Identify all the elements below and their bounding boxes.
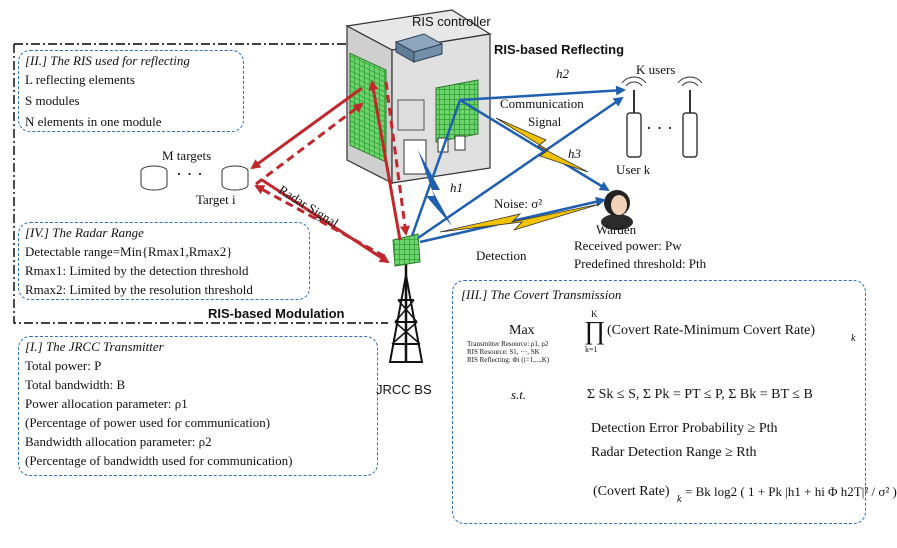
noise-bolt — [439, 203, 601, 233]
max-sub-3: RIS Reflecting: Φi (i=1,...,K) — [467, 356, 550, 364]
bs-ris-panel — [392, 233, 421, 267]
targets-dots: · · · — [176, 164, 203, 184]
system-boundary — [13, 43, 388, 324]
user-k-label: User k — [616, 162, 651, 177]
objective-sub: k — [851, 333, 856, 344]
covert-info-box: [III.] The Covert Transmission Max Trans… — [452, 280, 897, 524]
rate-lhs: (Covert Rate) — [593, 484, 670, 499]
radar-box-line-1: Detectable range=Min{Rmax1,Rmax2} — [25, 244, 233, 259]
diagram-graphics — [13, 9, 703, 363]
constraint-2: Detection Error Probability ≥ Pth — [591, 421, 778, 436]
radar-box-line-3: Rmax2: Limited by the resolution thresho… — [25, 282, 253, 297]
warden-icon — [601, 190, 633, 230]
max-sub-2: RIS Resource: S1, ···, SK — [467, 348, 540, 356]
constraint-3: Radar Detection Range ≥ Rth — [591, 445, 757, 460]
max-label: Max — [509, 323, 535, 338]
radar-info-box: [IV.] The Radar Range Detectable range=M… — [18, 222, 310, 300]
jrcc-line-6: (Percentage of bandwidth used for commun… — [25, 453, 293, 468]
rate-lhs-sub: k — [677, 494, 682, 505]
signal-label: Signal — [528, 114, 562, 129]
covert-box-title: [III.] The Covert Transmission — [461, 287, 622, 302]
communication-links — [410, 85, 626, 244]
ris-box-line-3: N elements in one module — [25, 114, 162, 129]
ris-box-line-2: S modules — [25, 93, 80, 108]
prod-symbol: ∏ — [584, 316, 606, 345]
radar-box-title: [IV.] The Radar Range — [25, 225, 144, 240]
received-power-label: Received power: Pw — [574, 238, 682, 253]
ris-reflecting-label: RIS-based Reflecting — [494, 42, 625, 57]
jrcc-bs-label: JRCC BS — [376, 382, 432, 397]
jrcc-info-box: [I.] The JRCC Transmitter Total power: P… — [18, 336, 378, 476]
jrcc-line-1: Total power: P — [25, 358, 102, 373]
target-icon-1 — [140, 165, 168, 191]
h1-bolt — [418, 150, 452, 226]
jrcc-line-2: Total bandwidth: B — [25, 377, 126, 392]
diagram-canvas: [II.] The RIS used for reflecting L refl… — [13, 9, 897, 524]
h1-label: h1 — [450, 180, 463, 195]
ris-box-line-1: L reflecting elements — [25, 72, 135, 87]
jrcc-box-title: [I.] The JRCC Transmitter — [25, 339, 164, 354]
m-targets-label: M targets — [162, 148, 212, 163]
users-dots: · · · — [646, 118, 673, 138]
warden-label: Warden — [596, 222, 637, 237]
bs-tower-icon — [388, 262, 424, 363]
jrcc-line-3: Power allocation parameter: ρ1 — [25, 396, 188, 411]
building-icon — [345, 9, 492, 184]
rate-rhs: = Bk log2 ( 1 + Pk |h1 + hi Φ h2T|² / σ²… — [685, 484, 897, 499]
ris-info-box: [II.] The RIS used for reflecting L refl… — [18, 50, 244, 132]
noise-label: Noise: σ² — [494, 196, 543, 211]
constraint-1: Σ Sk ≤ S, Σ Pk = PT ≤ P, Σ Bk = BT ≤ B — [587, 387, 813, 402]
user-other-icon — [677, 76, 703, 158]
objective: (Covert Rate-Minimum Covert Rate) — [607, 323, 816, 338]
communication-label: Communication — [500, 96, 584, 111]
threshold-label: Predefined threshold: Pth — [574, 256, 707, 271]
ris-modulation-label: RIS-based Modulation — [208, 306, 345, 321]
k-users-label: K users — [636, 62, 676, 77]
target-icon-2 — [221, 165, 249, 191]
user-k-icon — [621, 76, 647, 158]
jrcc-line-4: (Percentage of power used for communicat… — [25, 415, 271, 430]
radar-box-line-2: Rmax1: Limited by the detection threshol… — [25, 263, 249, 278]
max-sub-1: Transmitter Resource: ρ1, ρ2 — [467, 340, 549, 348]
h2-label: h2 — [556, 66, 569, 81]
signal-bolt — [495, 117, 589, 173]
jrcc-line-5: Bandwidth allocation parameter: ρ2 — [25, 434, 212, 449]
ris-controller-icon — [394, 33, 444, 63]
h3-label: h3 — [568, 146, 581, 161]
prod-bottom: k=1 — [585, 345, 598, 354]
st-label: s.t. — [511, 387, 527, 402]
prod-top: K — [591, 309, 598, 319]
radar-arrows — [250, 80, 410, 264]
ris-controller-label: RIS controller — [412, 14, 491, 29]
ris-box-title: [II.] The RIS used for reflecting — [25, 53, 190, 68]
target-i-label: Target i — [196, 192, 236, 207]
detection-label: Detection — [476, 248, 527, 263]
